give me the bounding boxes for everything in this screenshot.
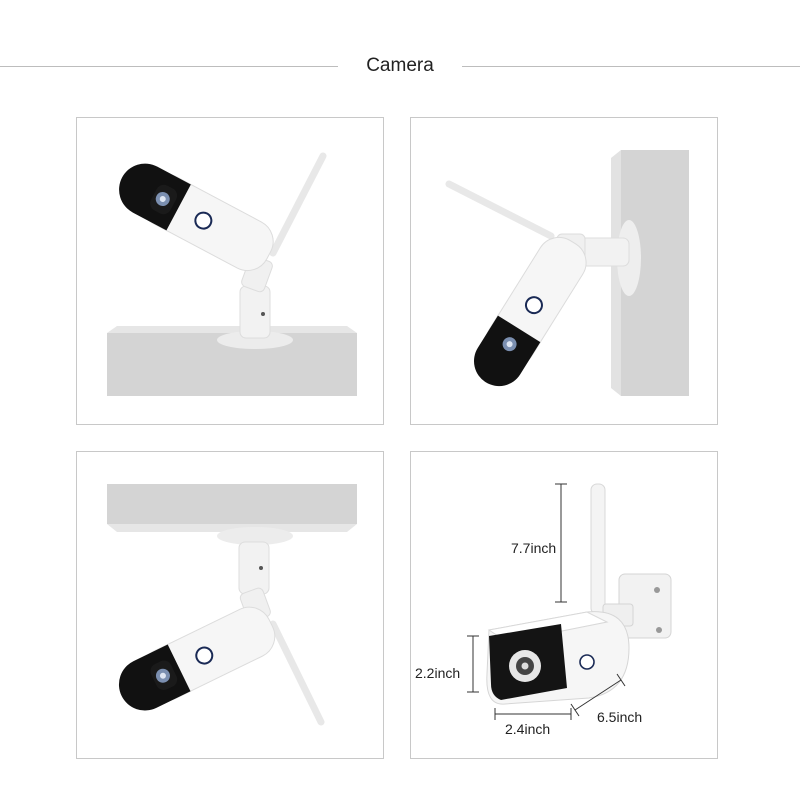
header-rule-left <box>0 66 338 67</box>
camera-desk-mount-illustration <box>107 152 357 396</box>
body-height-dimension-label: 2.2inch <box>415 665 461 681</box>
panel-ceiling-mount <box>76 451 384 759</box>
camera-wall-mount-illustration <box>445 150 689 396</box>
panel-dimensions: 7.7inch 2.2inch 2.4inch 6.5inch <box>410 451 718 759</box>
page-title: Camera <box>366 55 434 76</box>
width-dimension-label: 2.4inch <box>505 721 551 737</box>
camera-dimensions-illustration <box>467 483 672 720</box>
camera-ceiling-mount-illustration <box>107 484 357 726</box>
panel-wall-mount <box>410 117 718 425</box>
panel-desk-mount <box>76 117 384 425</box>
height-dimension-label: 7.7inch <box>511 540 557 556</box>
length-dimension-label: 6.5inch <box>597 709 643 725</box>
header-rule-right <box>462 66 800 67</box>
